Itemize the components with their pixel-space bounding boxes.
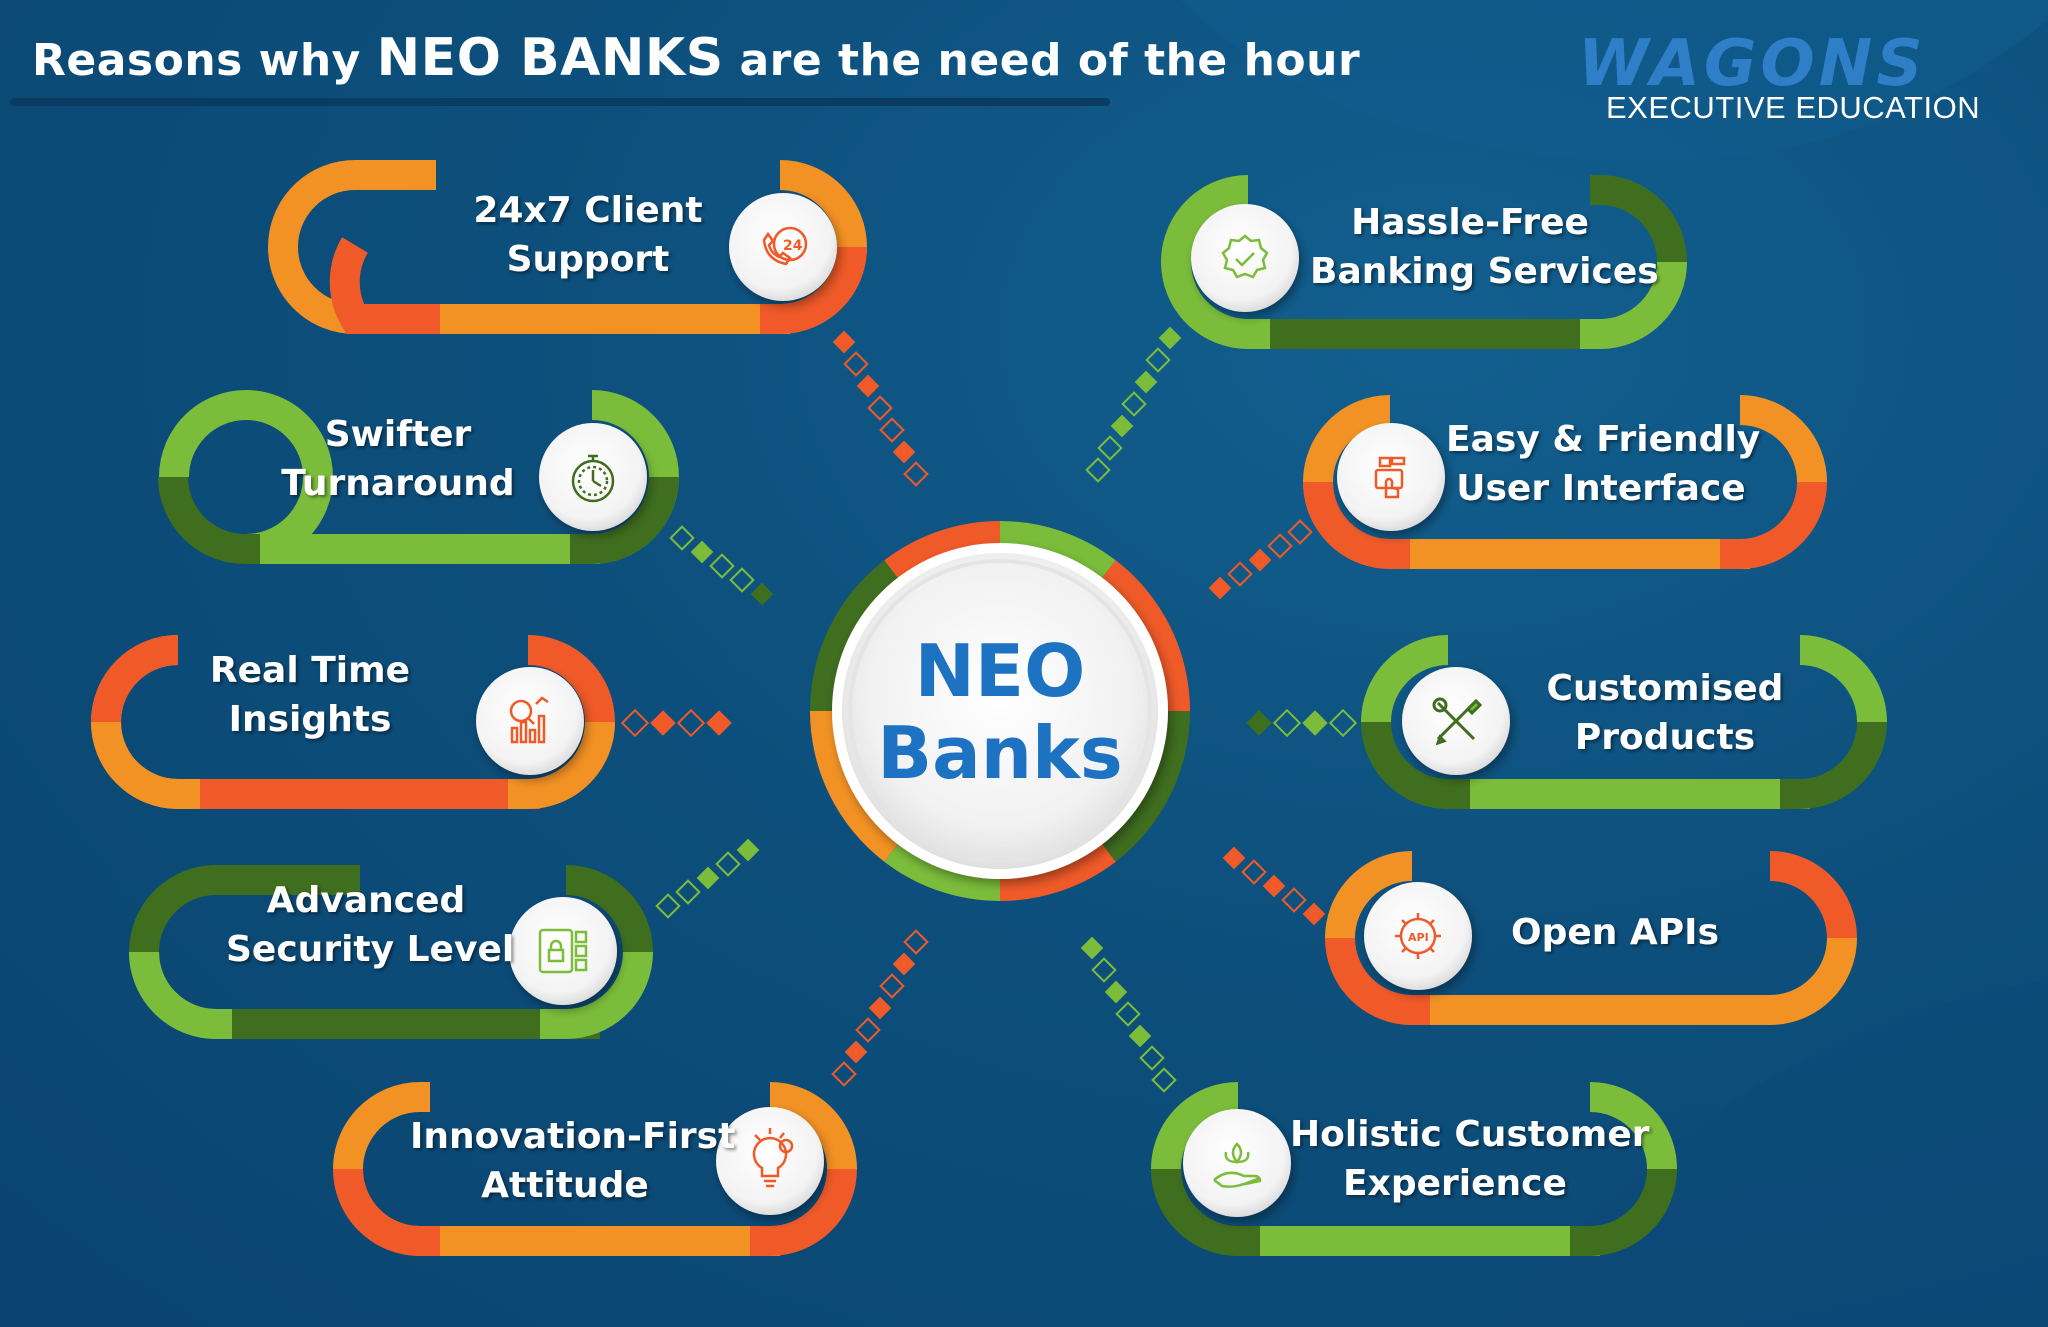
logo-subtitle: EXECUTIVE EDUCATION (1606, 90, 1981, 125)
connector-innovation-first (831, 929, 929, 1087)
touch-interface-icon (1374, 456, 1406, 499)
lightbulb-gear-icon (752, 1128, 794, 1188)
card-swifter-turnaround (158, 390, 679, 565)
card-text-advanced-security: Advanced Security Level (226, 880, 515, 970)
connector-customised-products (1246, 708, 1358, 738)
card-real-time-insights (91, 635, 615, 809)
card-text-real-time-insights: Real Time Insights (209, 650, 411, 740)
tools-icon (1432, 697, 1483, 746)
api-gear-icon: API (1395, 913, 1441, 959)
hub-label-line2: Banks (877, 711, 1123, 795)
connector-swifter-turnaround (669, 525, 774, 606)
card-text-holistic-experience: Holistic Customer Experience (1290, 1114, 1650, 1204)
card-holistic-experience (1151, 1082, 1677, 1256)
hub-label-line1: NEO (914, 629, 1086, 713)
analytics-icon (509, 696, 549, 744)
connector-client-support (832, 330, 929, 487)
hand-lotus-icon (1213, 1142, 1262, 1188)
logo-wordmark: WAGONS (1578, 27, 1927, 101)
page-title: Reasons why NEO BANKS are the need of th… (32, 28, 1361, 88)
svg-text:24: 24 (783, 238, 803, 254)
lock-icon (538, 928, 588, 974)
card-text-innovation-first: Innovation-First Attitude (410, 1116, 736, 1206)
central-hub (810, 521, 1190, 901)
card-innovation-first (333, 1082, 857, 1256)
connector-easy-friendly-ui (1208, 519, 1313, 600)
connector-open-apis (1222, 846, 1326, 926)
wagons-logo: WAGONS EXECUTIVE EDUCATION (1578, 32, 1998, 132)
card-text-easy-friendly-ui: Easy & Friendly User Interface (1446, 419, 1761, 509)
card-easy-friendly-ui (1303, 395, 1827, 569)
card-text-customised-products: Customised Products (1546, 668, 1784, 758)
hub-label: NEO Banks (840, 630, 1160, 794)
connector-advanced-security (655, 838, 760, 919)
connector-real-time-insights (620, 708, 732, 738)
card-text-client-support: 24x7 Client Support (473, 190, 703, 280)
svg-text:API: API (1408, 931, 1429, 944)
card-text-open-apis: Open APIs (1510, 912, 1720, 953)
connector-hassle-free (1085, 326, 1182, 483)
card-open-apis: API (1325, 851, 1857, 1025)
connector-diamonds (620, 326, 1358, 1093)
connector-holistic-experience (1080, 936, 1177, 1093)
card-text-swifter-turnaround: Swifter Turnaround (281, 414, 515, 504)
phone-24-icon: 24 (762, 226, 808, 266)
card-customised-products (1361, 635, 1887, 809)
card-text-hassle-free: Hassle-Free Banking Services (1310, 202, 1659, 292)
title-underline (10, 98, 1110, 106)
stopwatch-icon (571, 454, 615, 503)
card-client-support: 24 (268, 160, 867, 334)
check-badge-icon (1221, 234, 1269, 279)
card-hassle-free (1161, 175, 1687, 349)
card-advanced-security (129, 865, 653, 1039)
